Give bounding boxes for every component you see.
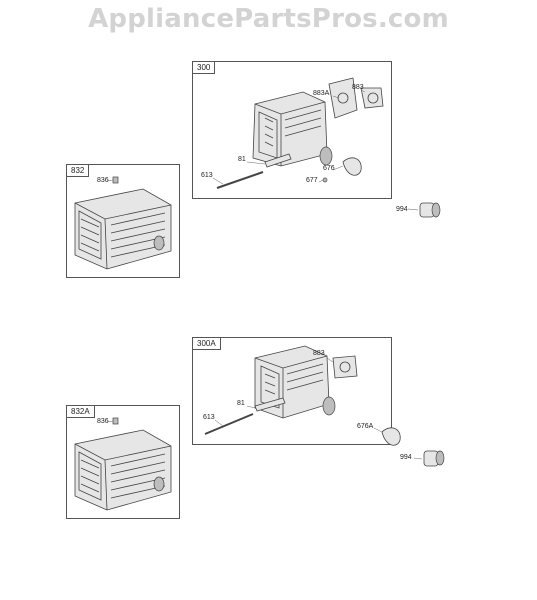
- group-frame-832: 832 836: [66, 164, 180, 278]
- group-frame-300A: 300A 883 81 613: [192, 337, 392, 445]
- group-label-300: 300: [193, 62, 216, 74]
- part-label-883-bottom: 883: [313, 350, 325, 357]
- part-label-883A: 883A: [313, 90, 330, 97]
- muffler-300-illustration: [212, 77, 384, 189]
- group-label-300A: 300A: [193, 338, 221, 350]
- part-label-994-top: 994: [396, 206, 408, 213]
- site-watermark: AppliancePartsPros.com: [88, 4, 449, 34]
- group-frame-832A: 832A 836: [66, 405, 180, 519]
- muffler-300A-illustration: [204, 345, 358, 435]
- part-label-836: 836: [97, 177, 109, 184]
- part-label-613-bottom: 613: [203, 414, 215, 421]
- part-label-676A: 676A: [357, 423, 374, 430]
- part-label-677: 677: [306, 177, 318, 184]
- group-label-832: 832: [67, 165, 90, 177]
- guard-832-illustration: [74, 176, 172, 270]
- guard-832A-illustration: [74, 417, 172, 511]
- part-label-81: 81: [238, 156, 246, 163]
- group-label-832A: 832A: [67, 406, 95, 418]
- part-label-836-bottom: 836: [97, 418, 109, 425]
- part-label-81-bottom: 81: [237, 400, 245, 407]
- part-label-676: 676: [323, 165, 335, 172]
- part-label-613: 613: [201, 172, 213, 179]
- part-label-883: 883: [352, 84, 364, 91]
- part-label-994-bottom: 994: [400, 454, 412, 461]
- group-frame-300: 300 883A 883 81 613 676 677: [192, 61, 392, 199]
